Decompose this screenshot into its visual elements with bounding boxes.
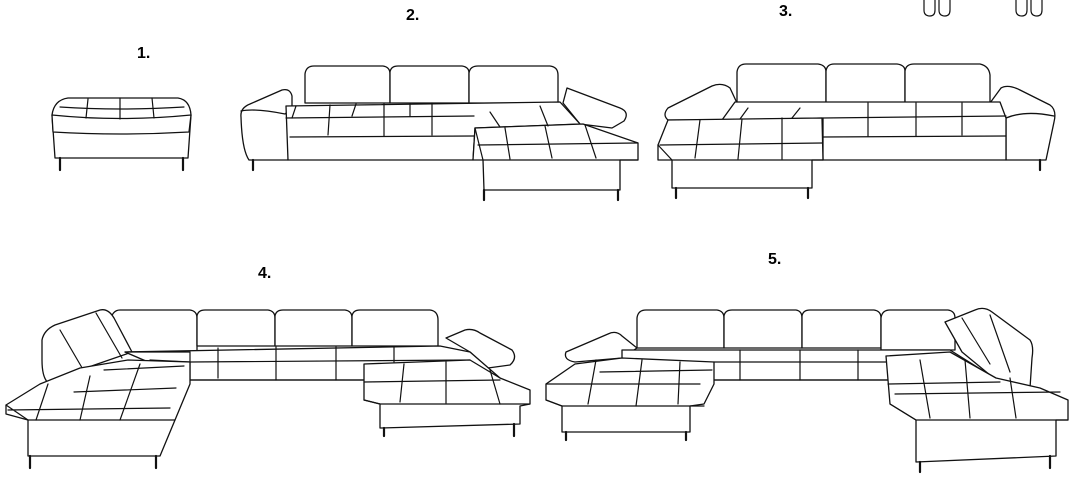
sofa-4-drawing	[5, 309, 531, 470]
sofa-3-drawing	[657, 63, 1056, 200]
figure-label-1: 1.	[137, 45, 151, 62]
cup-holder-icon	[923, 0, 951, 17]
sofa-5-drawing	[545, 307, 1069, 474]
sofa-2-drawing	[240, 65, 639, 202]
ottoman-drawing	[51, 97, 192, 172]
figure-label-2: 2.	[406, 7, 420, 24]
figure-label-4: 4.	[258, 265, 272, 282]
cup-holder-icon	[1015, 0, 1043, 17]
figure-label-5: 5.	[768, 251, 782, 268]
figure-label-3: 3.	[779, 3, 793, 20]
